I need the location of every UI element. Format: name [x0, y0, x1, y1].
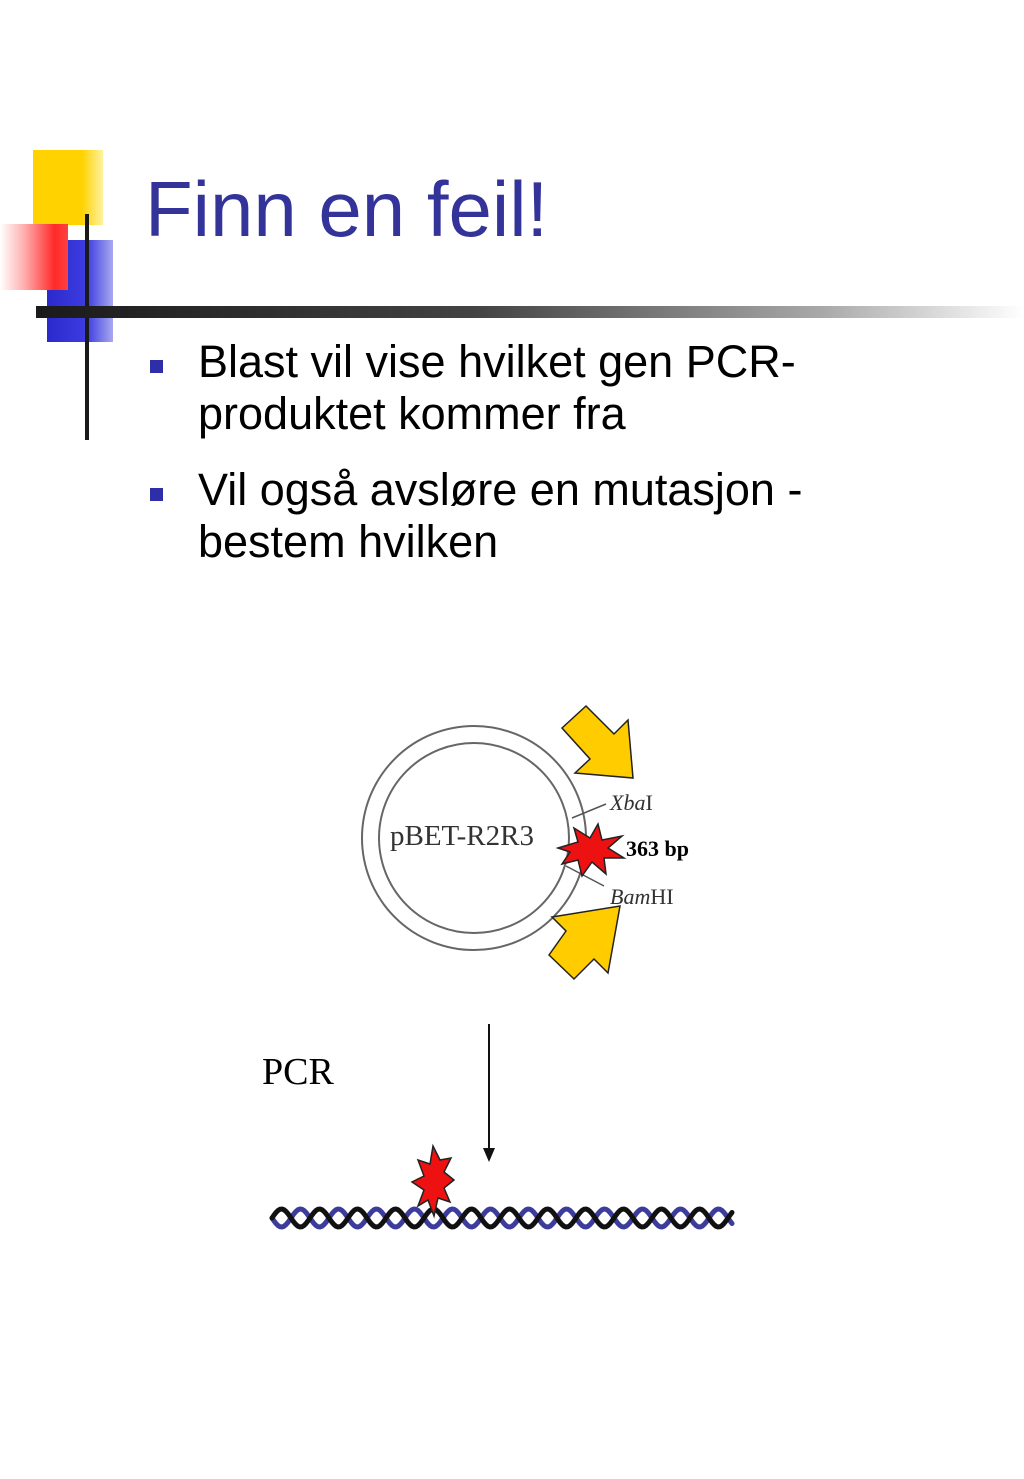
plasmid-label: pBET-R2R3 — [390, 820, 534, 852]
bullet-list: Blast vil vise hvilket gen PCR-produktet… — [148, 336, 948, 592]
xba-site-line — [571, 803, 607, 819]
xba-label-rest: I — [645, 790, 652, 815]
bam-label: BamHI — [610, 884, 674, 909]
bullet-item: Blast vil vise hvilket gen PCR-produktet… — [148, 336, 948, 440]
bam-site-line — [565, 865, 605, 887]
xba-label: XbaI — [609, 790, 653, 815]
bullet-text: Blast vil vise hvilket gen PCR-produktet… — [198, 336, 796, 439]
bam-label-italic: Bam — [610, 884, 650, 909]
pcr-label: PCR — [262, 1051, 334, 1093]
dna-strand-black — [269, 1206, 735, 1230]
pcr-arrow-head-icon — [483, 1148, 495, 1162]
slide-title: Finn en feil! — [145, 165, 549, 253]
xba-label-italic: Xba — [609, 790, 645, 815]
bullet-square-icon — [150, 360, 163, 373]
reverse-primer-arrow-icon — [548, 905, 621, 981]
bullet-item: Vil også avsløre en mutasjon - bestem hv… — [148, 464, 948, 568]
bam-label-rest: HI — [650, 884, 673, 909]
decor-yellow-square — [33, 150, 103, 225]
mutation-burst-icon — [555, 822, 627, 878]
dna-mutation-burst-icon — [410, 1143, 456, 1219]
decor-horizontal-line — [36, 306, 1024, 318]
bullet-square-icon — [150, 488, 163, 501]
forward-primer-arrow-icon — [560, 704, 634, 779]
decor-vertical-line — [85, 214, 89, 440]
bullet-text: Vil også avsløre en mutasjon - bestem hv… — [198, 464, 803, 567]
decor-red-square — [0, 224, 68, 290]
size-label: 363 bp — [626, 836, 689, 861]
